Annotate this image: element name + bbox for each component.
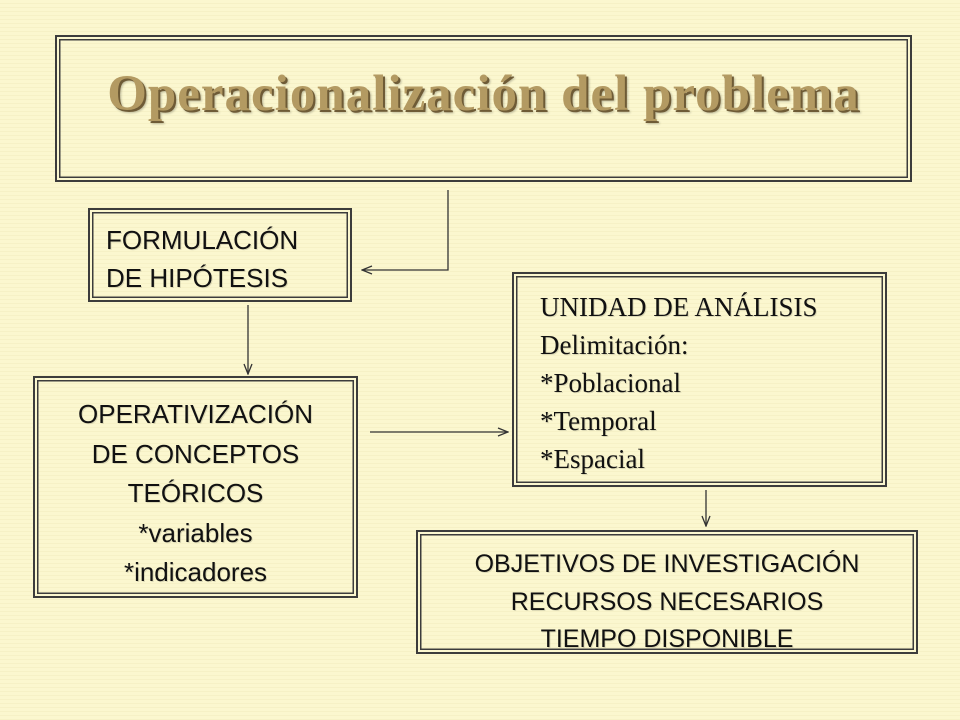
box-line: TIEMPO DISPONIBLE	[540, 625, 794, 653]
box-line: *Temporal	[540, 406, 657, 436]
title-to-hypothesis-arrow	[362, 190, 449, 270]
box-line: *indicadores	[123, 557, 268, 587]
slide-title: Operacionalización del problema	[107, 66, 860, 122]
concept-operationalization-box: OPERATIVIZACIÓN DE CONCEPTOS TEÓRICOS *v…	[33, 376, 358, 598]
box-line: OBJETIVOS DE INVESTIGACIÓN	[474, 550, 860, 578]
box-line: UNIDAD DE ANÁLISIS	[540, 292, 818, 322]
box-line: OPERATIVIZACIÓN	[78, 399, 313, 429]
box-line: DE HIPÓTESIS	[106, 263, 289, 293]
box-line: DE CONCEPTOS	[91, 438, 300, 469]
box-line: RECURSOS NECESARIOS	[510, 587, 824, 616]
box-line: *Poblacional	[540, 368, 681, 398]
box-line: FORMULACIÓN	[106, 225, 299, 255]
hypothesis-formulation-box: FORMULACIÓN DE HIPÓTESIS	[88, 208, 352, 302]
title-box: Operacionalización del problema	[55, 35, 912, 182]
unit-of-analysis-box: UNIDAD DE ANÁLISIS Delimitación: *Poblac…	[512, 272, 887, 487]
box-line: Delimitación:	[540, 330, 689, 360]
box-line: TEÓRICOS	[127, 478, 264, 508]
box-line: *Espacial	[540, 444, 645, 474]
objectives-resources-box: OBJETIVOS DE INVESTIGACIÓN RECURSOS NECE…	[416, 530, 918, 654]
box-line: *variables	[138, 517, 253, 548]
